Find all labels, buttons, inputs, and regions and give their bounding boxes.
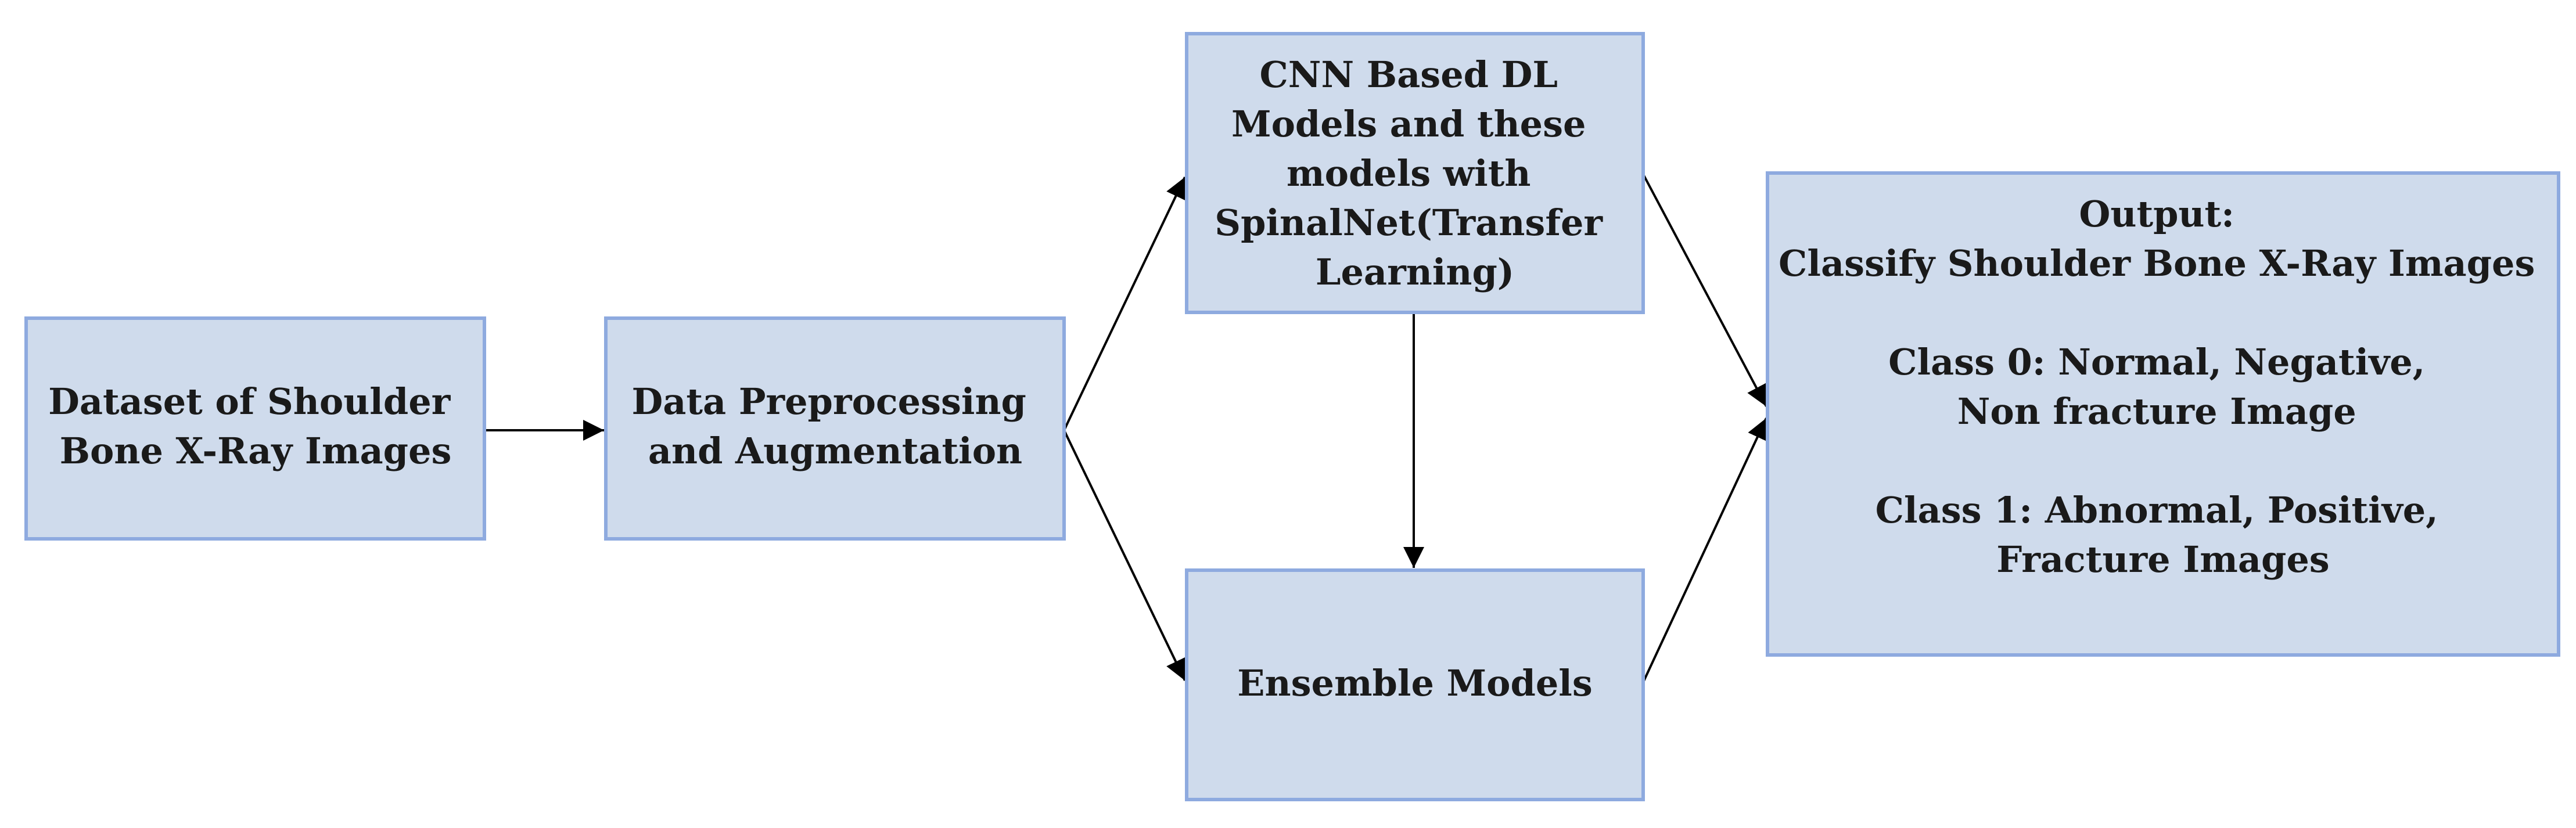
dataset-line-2: Bone X-Ray Images (60, 430, 452, 472)
svg-text:Ensemble Models: Ensemble Models (1237, 662, 1592, 704)
output-description: Classify Shoulder Bone X-Ray Images (1779, 242, 2535, 285)
cnn-line-2: Models and these (1231, 103, 1586, 145)
arrow-ensemble-to-output (1642, 417, 1767, 683)
output-box: Output: Classify Shoulder Bone X-Ray Ima… (1766, 171, 2560, 657)
arrow-preprocessing-to-ensemble (1063, 430, 1186, 681)
cnn-line-5: Learning) (1316, 251, 1514, 293)
output-class1-line-2: Fracture Images (1996, 538, 2329, 581)
arrow-cnn-to-output (1642, 174, 1767, 407)
svg-text:Data Preprocessing and A: Data Preprocessing and Augmentation (631, 380, 1039, 472)
preprocessing-line-2: and Augmentation (648, 430, 1022, 472)
cnn-line-3: models with (1287, 152, 1530, 195)
svg-text:CNN Based DL Models and: CNN Based DL Models and these models wit… (1215, 53, 1615, 293)
dataset-box: Dataset of Shoulder Bone X-Ray Images (24, 316, 486, 541)
output-class0-line-2: Non fracture Image (1957, 390, 2356, 433)
output-title: Output: (2079, 193, 2234, 235)
svg-text:Output: Classify Shoulde: Output: Classify Shoulder Bone X-Ray Ima… (1779, 193, 2548, 581)
preprocessing-line-1: Data Preprocessing (631, 380, 1026, 423)
ensemble-line-1: Ensemble Models (1237, 662, 1592, 704)
dataset-line-1: Dataset of Shoulder (48, 380, 451, 423)
cnn-models-box: CNN Based DL Models and these models wit… (1185, 32, 1645, 314)
output-class0-line-1: Class 0: Normal, Negative, (1888, 341, 2425, 383)
preprocessing-box: Data Preprocessing and Augmentation (604, 316, 1066, 541)
cnn-line-1: CNN Based DL (1259, 53, 1558, 96)
svg-text:Dataset of Shoulder Bone: Dataset of Shoulder Bone X-Ray Images (48, 380, 463, 472)
output-class1-line-1: Class 1: Abnormal, Positive, (1876, 489, 2438, 531)
ensemble-box: Ensemble Models (1185, 568, 1645, 801)
arrow-preprocessing-to-cnn (1063, 177, 1186, 431)
cnn-line-4: SpinalNet(Transfer (1215, 201, 1603, 244)
